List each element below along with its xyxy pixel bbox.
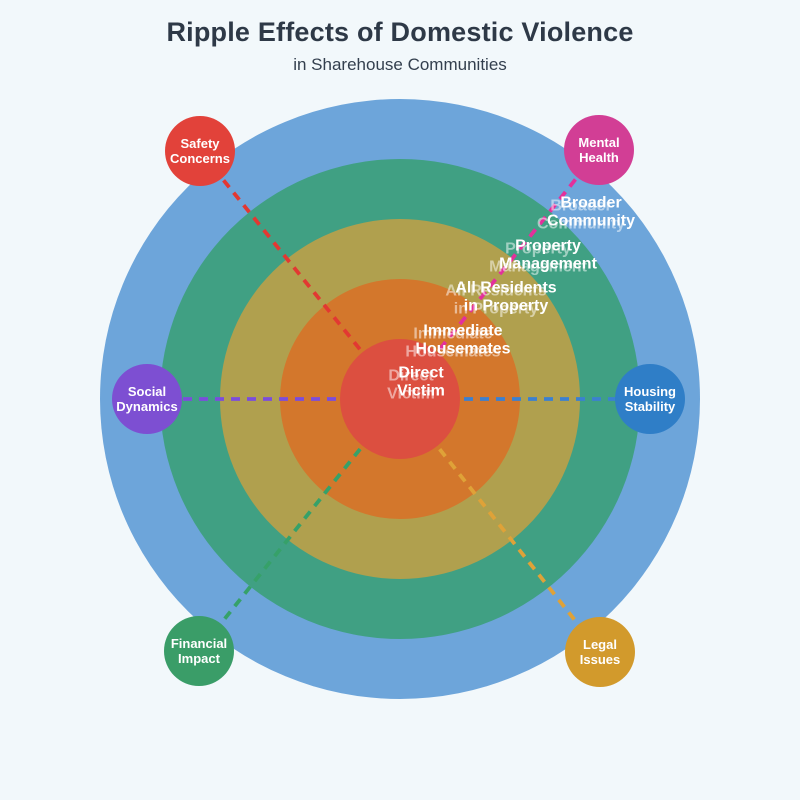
node-label-housing-stability-line: Stability — [624, 399, 676, 414]
node-legal-issues — [565, 617, 635, 687]
node-mental-health — [564, 115, 634, 185]
ring-label-immediate-housemates-line: Housemates — [415, 340, 511, 357]
node-housing-stability — [615, 364, 685, 434]
node-label-financial-impact-line: Financial — [170, 636, 228, 651]
ring-label-broader-community-line: Community — [547, 212, 635, 229]
node-label-legal-issues-line: Legal — [583, 637, 617, 652]
ring-label-all-residents-line: in Property — [463, 297, 549, 314]
node-safety-concerns — [165, 116, 235, 186]
ring-label-all-residents-line: All Residents — [455, 279, 557, 297]
ring-label-property-management-line: Management — [499, 255, 597, 272]
node-label-legal-issues-line: Issues — [579, 652, 621, 667]
node-label-financial-impact-line: Impact — [178, 651, 220, 666]
page-title: Ripple Effects of Domestic Violence — [166, 17, 634, 47]
node-social-dynamics — [112, 364, 182, 434]
page-subtitle: in Sharehouse Communities — [293, 55, 507, 74]
ring-direct-victim — [340, 339, 460, 459]
node-label-social-dynamics-line: Social — [127, 384, 167, 399]
node-label-housing-stability-line: Housing — [624, 384, 676, 399]
node-label-safety-concerns-line: Safety — [180, 136, 220, 151]
ring-label-broader-community-line: Broader — [560, 194, 622, 212]
ring-label-direct-victim-line: Victim — [397, 382, 445, 399]
node-label-safety-concerns-line: Concerns — [170, 151, 230, 166]
ring-label-immediate-housemates-line: Immediate — [423, 322, 503, 340]
node-label-social-dynamics-line: Dynamics — [116, 399, 178, 414]
node-financial-impact — [164, 616, 234, 686]
ring-label-direct-victim-line: Direct — [398, 364, 444, 382]
node-label-mental-health-line: Health — [579, 150, 619, 165]
node-label-mental-health-line: Mental — [578, 135, 620, 150]
ring-label-property-management-line: Property — [515, 237, 581, 255]
